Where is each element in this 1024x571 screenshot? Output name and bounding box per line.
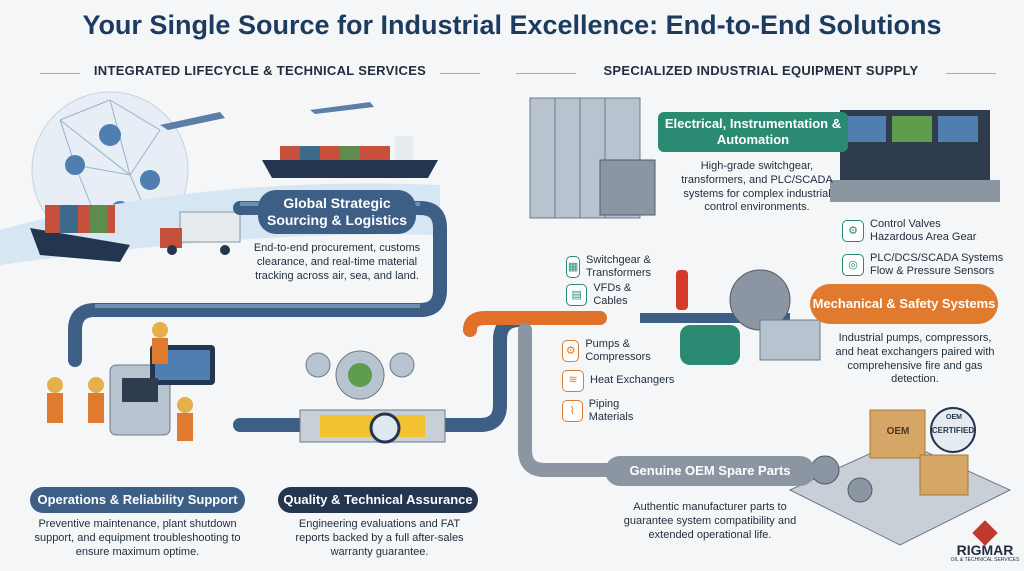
list-item-plc-systems: ◎ PLC/DCS/SCADA Systems Flow & Pressure …	[842, 252, 1020, 278]
mechanical-desc: Industrial pumps, compressors, and heat …	[835, 332, 995, 386]
pump-icon: ⚙	[562, 340, 580, 363]
section-title-services: INTEGRATED LIFECYCLE & TECHNICAL SERVICE…	[93, 63, 427, 78]
quality-desc: Engineering evaluations and FAT reports …	[295, 518, 464, 558]
operations-illustration	[47, 322, 215, 441]
mechanical-title: Mechanical & Safety Systems	[810, 284, 998, 324]
electrical-desc: High-grade switchgear, transformers, and…	[681, 160, 833, 214]
company-logo: RIGMAR OIL & TECHNICAL SERVICES	[950, 520, 1020, 563]
certified-stamp-top: OEM	[946, 414, 962, 421]
electrical-cabinets-illustration	[529, 97, 656, 219]
orange-pipe	[463, 311, 607, 337]
logo-tagline: OIL & TECHNICAL SERVICES	[950, 557, 1020, 563]
quality-title: Quality & Technical Assurance	[278, 487, 478, 513]
container-ship-illustration	[30, 205, 130, 262]
oem-parts-illustration	[788, 407, 1012, 546]
oem-box-label: OEM	[886, 426, 910, 437]
gray-pipe	[518, 323, 617, 477]
list-item-vfds: ▤ VFDs & Cables	[566, 282, 666, 308]
section-title-supply: SPECIALIZED INDUSTRIAL EQUIPMENT SUPPLY	[603, 63, 919, 78]
vfd-icon: ▤	[566, 284, 588, 307]
sourcing-title: Global Strategic Sourcing & Logistics	[258, 190, 416, 234]
list-item-switchgear: ▦ Switchgear & Transformers	[566, 254, 652, 280]
pump-machinery-illustration	[676, 269, 821, 365]
electrical-title: Electrical, Instrumentation & Automation	[658, 112, 848, 152]
list-item-piping: ⌇ Piping Materials	[562, 398, 662, 424]
pipe-icon: ⌇	[562, 400, 583, 423]
section-rule	[440, 73, 480, 74]
operations-desc: Preventive maintenance, plant shutdown s…	[34, 518, 241, 558]
heat-exchanger-icon: ≋	[562, 370, 584, 392]
logo-name: RIGMAR	[956, 542, 1014, 558]
section-rule	[946, 73, 996, 74]
oem-desc: Authentic manufacturer parts to guarante…	[623, 501, 797, 541]
truck-illustration	[160, 211, 241, 255]
certified-stamp: CERTIFIED	[931, 426, 975, 435]
airplane-illustration	[310, 102, 374, 114]
control-room-illustration	[830, 110, 1000, 202]
operations-title: Operations & Reliability Support	[30, 487, 245, 513]
section-rule	[516, 73, 576, 74]
sensor-icon: ◎	[842, 254, 864, 277]
sourcing-desc: End-to-end procurement, customs clearanc…	[253, 242, 421, 282]
list-item-heat-exchangers: ≋ Heat Exchangers	[562, 370, 682, 392]
oem-title: Genuine OEM Spare Parts	[605, 456, 815, 486]
airplane-illustration	[160, 112, 225, 130]
page-title: Your Single Source for Industrial Excell…	[82, 10, 942, 40]
list-item-pumps: ⚙ Pumps & Compressors	[562, 338, 672, 364]
cargo-ship-illustration	[262, 136, 438, 178]
quality-illustration	[299, 350, 446, 444]
list-item-control-valves: ⚙ Control Valves Hazardous Area Gear	[842, 218, 992, 244]
section-rule	[40, 73, 80, 74]
switchgear-icon: ▦	[566, 256, 581, 279]
valve-icon: ⚙	[842, 220, 864, 243]
